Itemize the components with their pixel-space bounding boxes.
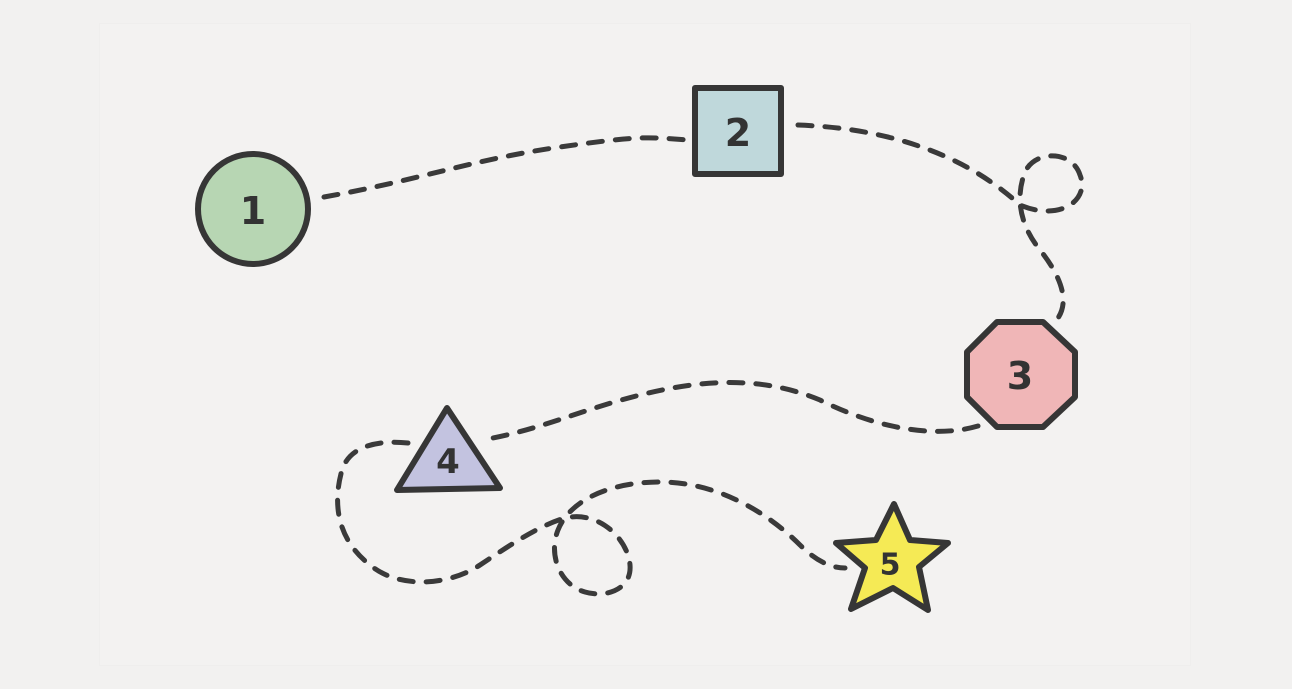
node-2-square[interactable]: 2: [692, 85, 784, 177]
edge-1-to-2: [321, 135, 693, 200]
node-2-label: 2: [725, 111, 751, 155]
node-1-label: 1: [240, 189, 266, 233]
edge-2-to-3: [795, 122, 1085, 321]
node-4-triangle[interactable]: 4: [394, 405, 503, 493]
node-4-label: 4: [436, 442, 460, 482]
edge-3-to-4: [479, 380, 981, 443]
node-5-label: 5: [880, 548, 901, 583]
octagon-shape-icon: [964, 319, 1078, 430]
node-3-octagon[interactable]: 3: [964, 319, 1078, 430]
edge-4-to-5: [335, 439, 848, 597]
node-5-star[interactable]: 5: [833, 501, 951, 613]
triangle-shape-icon: [394, 405, 503, 493]
star-shape-icon: [833, 501, 951, 613]
node-1-circle[interactable]: 1: [195, 151, 311, 267]
node-3-label: 3: [1007, 354, 1033, 398]
square-shape-icon: [692, 85, 784, 177]
circle-shape-icon: [195, 151, 311, 267]
